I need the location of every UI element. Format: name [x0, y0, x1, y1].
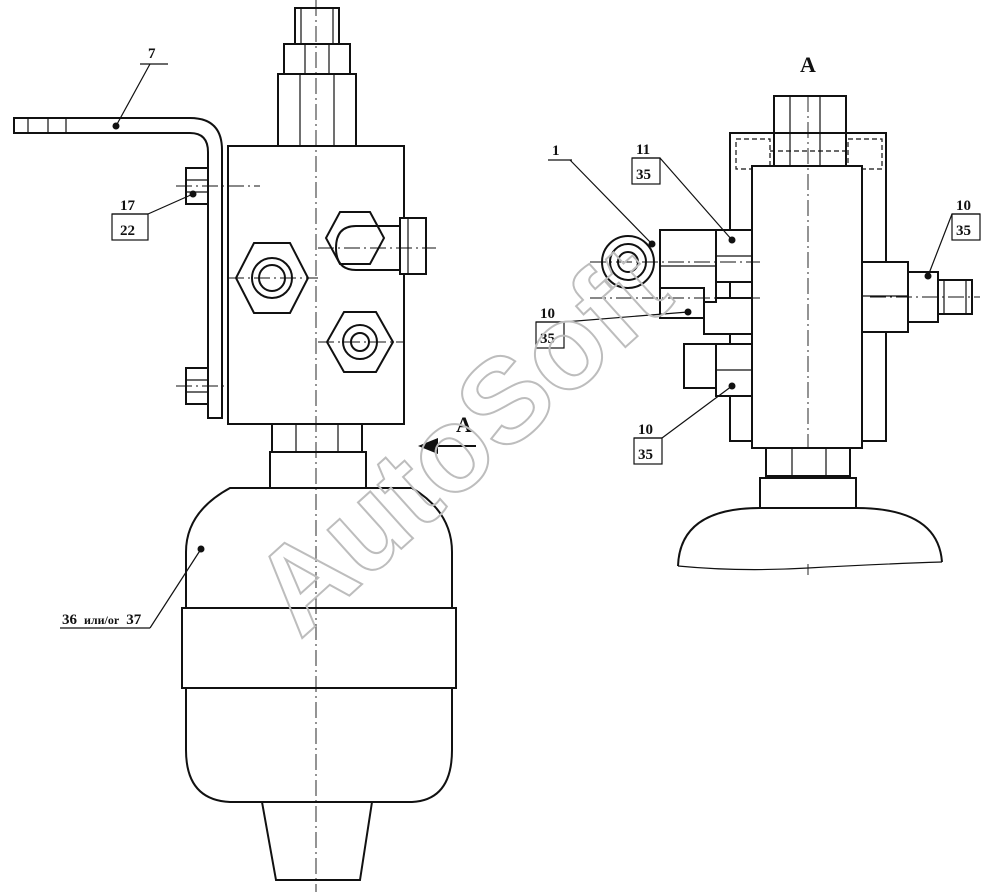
view-arrow-head: [418, 438, 438, 454]
label-10-right: 10: [956, 198, 971, 214]
label-1: 1: [552, 143, 560, 159]
label-36-or-37: 36 или/or 37: [62, 611, 142, 628]
label-36: 36: [62, 612, 78, 628]
label-10-bottom: 10: [638, 422, 653, 438]
neck-view-a: [759, 477, 857, 509]
elbow-body: [334, 225, 401, 271]
elbow-cap: [399, 217, 427, 275]
label-35-right: 35: [956, 223, 971, 239]
bottom-nut: [271, 423, 363, 453]
accumulator-band: [181, 607, 457, 689]
accumulator-base: [260, 801, 374, 881]
top-nut: [283, 43, 351, 75]
label-35-bottom: 35: [638, 447, 653, 463]
leaders: [60, 63, 981, 629]
label-17: 17: [120, 198, 136, 214]
label-35-top: 35: [636, 167, 651, 183]
accumulator-top-view-a: [677, 507, 943, 567]
valve-block-view-a: [751, 165, 863, 449]
label-11: 11: [636, 142, 650, 158]
label-7: 7: [148, 46, 156, 62]
top-fitting-body: [277, 73, 357, 147]
label-22: 22: [120, 223, 135, 239]
bottom-nut-view-a: [765, 447, 851, 477]
accumulator-neck: [269, 451, 367, 489]
pipe-top: [773, 95, 847, 167]
label-35-mid: 35: [540, 331, 555, 347]
labels: 7 17 22 36 или/or 37 A A 1 11 35 10 35 1…: [62, 46, 971, 628]
bracket-7: [13, 117, 223, 419]
elbow-nut: [324, 211, 386, 265]
fitting-10-mid: [703, 297, 753, 335]
right-view-a: [590, 95, 980, 575]
label-36-separator: или/or: [84, 613, 120, 627]
label-37: 37: [126, 612, 142, 628]
fitting-10-bottom-body: [683, 343, 717, 389]
arrow-a-label: A: [456, 412, 472, 437]
label-10-mid: 10: [540, 306, 555, 322]
view-a-title: A: [800, 52, 816, 77]
left-view: [13, 0, 476, 892]
